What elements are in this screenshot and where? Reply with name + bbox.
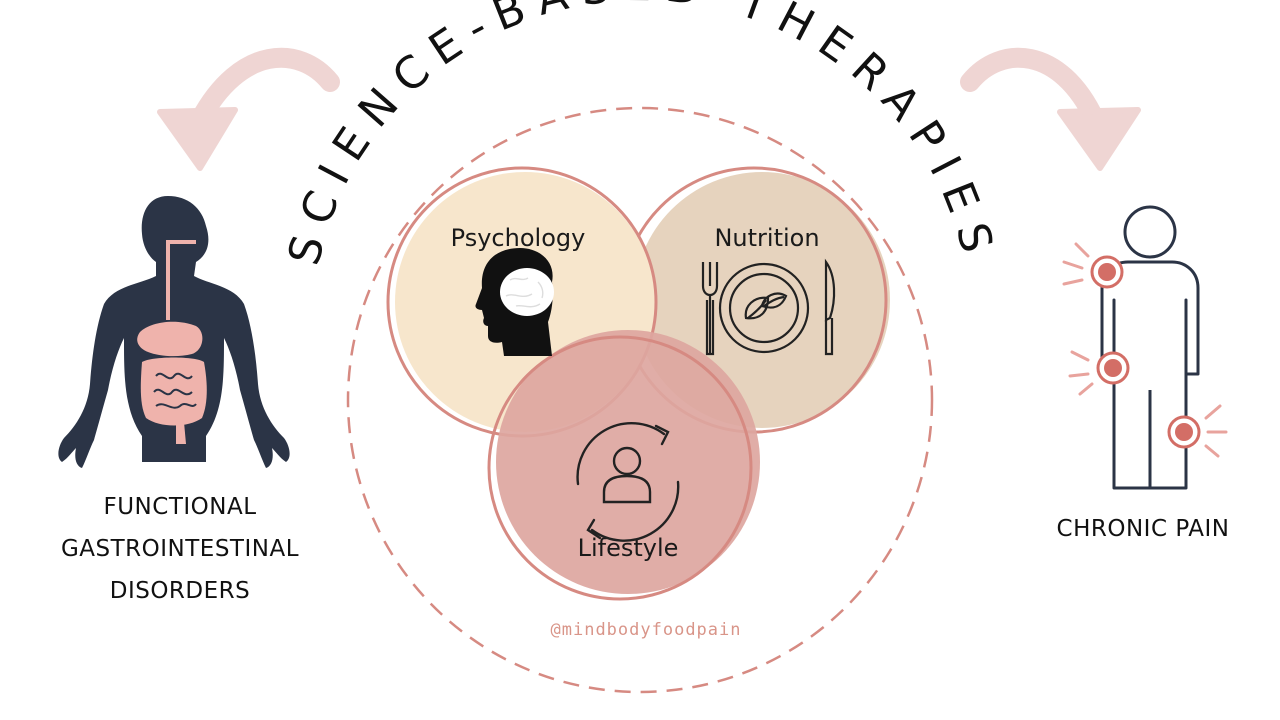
plate-cutlery-icon — [701, 258, 836, 356]
left-label-line-2: GASTROINTESTINAL — [60, 536, 300, 562]
left-condition-label: FUNCTIONAL GASTROINTESTINAL DISORDERS — [20, 486, 340, 612]
social-handle: @mindbodyfoodpain — [551, 620, 742, 640]
person-cycle-icon — [576, 421, 680, 542]
lifestyle-label: Lifestyle — [578, 534, 679, 562]
psychology-label: Psychology — [451, 224, 586, 252]
right-curved-arrow-icon — [960, 47, 1141, 171]
body-pain-points-icon — [1062, 205, 1228, 490]
pain-point-hip — [1068, 350, 1130, 396]
left-label-line-1: FUNCTIONAL — [103, 494, 257, 520]
nutrition-label: Nutrition — [714, 224, 819, 252]
right-condition-label: CHRONIC PAIN — [1056, 516, 1230, 542]
dashed-outer-circle — [346, 106, 934, 694]
pain-point-knee — [1167, 404, 1228, 458]
left-label-line-3: DISORDERS — [109, 578, 251, 604]
lifestyle-circle — [496, 330, 760, 594]
pain-point-shoulder — [1062, 242, 1124, 289]
digestive-system-body-icon — [58, 196, 290, 468]
venn-diagram — [386, 166, 890, 601]
lifestyle-circle-outline — [487, 335, 753, 601]
head-brain-icon — [475, 248, 554, 356]
left-curved-arrow-icon — [157, 47, 340, 171]
